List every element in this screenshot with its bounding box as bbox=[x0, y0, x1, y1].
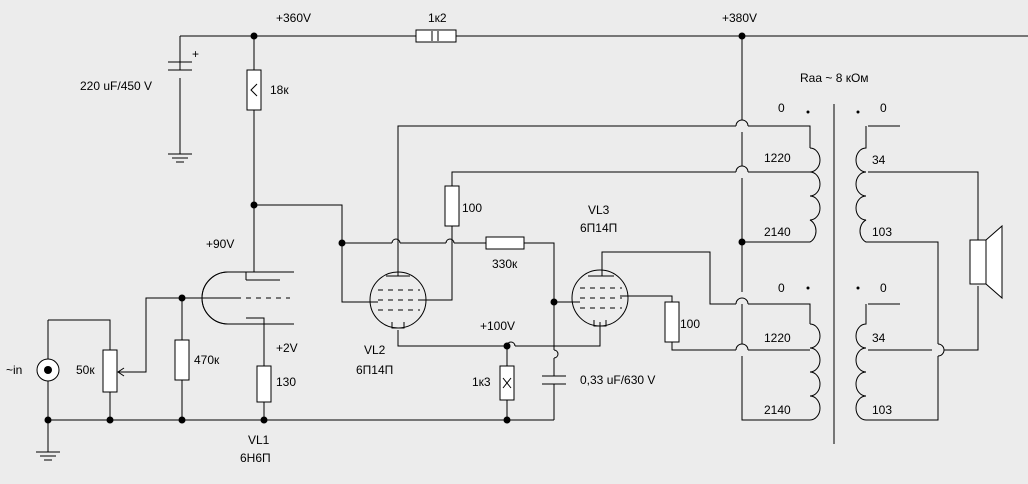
label-r-470k: 470к bbox=[194, 353, 220, 367]
resistor-100-right bbox=[664, 301, 680, 343]
capacitor-033uf bbox=[542, 375, 566, 385]
junctions bbox=[44, 32, 746, 424]
label-t2-p0: 0 bbox=[778, 281, 785, 295]
label-t1-s0: 0 bbox=[880, 101, 887, 115]
label-t2-p1220: 1220 bbox=[764, 331, 791, 345]
label-cap-033: 0,33 uF/630 V bbox=[580, 373, 655, 387]
wires bbox=[47, 35, 1028, 452]
label-t1-s103: 103 bbox=[872, 225, 892, 239]
labels: +360V 1к2 +380V 220 uF/450 V + 18к Raa ~… bbox=[6, 11, 892, 465]
label-r-130: 130 bbox=[276, 375, 296, 389]
label-r100-right: 100 bbox=[680, 317, 700, 331]
label-r-18k: 18к bbox=[270, 83, 289, 97]
label-plus: + bbox=[192, 47, 199, 61]
label-r-1k3: 1к3 bbox=[472, 375, 491, 389]
label-t2-p2140: 2140 bbox=[764, 403, 791, 417]
label-v2: +2V bbox=[276, 341, 298, 355]
label-r-50k: 50к bbox=[76, 363, 95, 377]
label-vl1-type: 6Н6П bbox=[240, 451, 271, 465]
label-r100-top: 100 bbox=[462, 201, 482, 215]
label-cap-main: 220 uF/450 V bbox=[80, 79, 152, 93]
label-t2-s103: 103 bbox=[872, 403, 892, 417]
label-v90: +90V bbox=[206, 237, 234, 251]
input-jack[interactable] bbox=[36, 320, 60, 392]
label-v380: +380V bbox=[722, 11, 757, 25]
label-t1-s34: 34 bbox=[872, 153, 886, 167]
label-t1-p0: 0 bbox=[778, 101, 785, 115]
label-r-1k2: 1к2 bbox=[428, 11, 447, 25]
label-t1-p2140: 2140 bbox=[764, 225, 791, 239]
tube-vl3 bbox=[571, 269, 629, 327]
label-t2-s0: 0 bbox=[880, 281, 887, 295]
tube-vl2 bbox=[369, 271, 432, 329]
transformer-2-secondary bbox=[855, 286, 868, 421]
label-vl3-type: 6П14П bbox=[580, 221, 617, 235]
resistor-330k bbox=[485, 236, 525, 250]
transformer-1-primary bbox=[800, 110, 821, 243]
speaker-icon bbox=[969, 224, 1003, 300]
label-raa: Raa ~ 8 кОм bbox=[800, 71, 869, 85]
resistor-1k2 bbox=[415, 29, 457, 43]
label-v100: +100V bbox=[480, 319, 515, 333]
resistor-130 bbox=[256, 365, 272, 403]
potentiometer-50k bbox=[102, 349, 147, 393]
resistor-100-top bbox=[444, 185, 460, 227]
label-t1-p1220: 1220 bbox=[764, 151, 791, 165]
tube-vl1 bbox=[201, 271, 294, 325]
label-v360: +360V bbox=[276, 11, 311, 25]
label-vl1: VL1 bbox=[248, 433, 270, 447]
label-in: ~in bbox=[6, 363, 22, 377]
ground-symbol-cap bbox=[168, 153, 192, 163]
transformer-2-primary bbox=[800, 286, 821, 421]
label-vl2-type: 6П14П bbox=[356, 363, 393, 377]
transformer-1-secondary bbox=[855, 110, 868, 243]
label-r-330k: 330к bbox=[492, 257, 518, 271]
wire-crossings bbox=[391, 119, 945, 359]
label-t2-s34: 34 bbox=[872, 331, 886, 345]
label-vl2: VL2 bbox=[364, 343, 386, 357]
resistor-470k bbox=[174, 339, 190, 381]
resistor-18k bbox=[246, 69, 262, 111]
resistor-1k3 bbox=[499, 365, 515, 401]
capacitor-220uf bbox=[168, 61, 192, 71]
label-vl3: VL3 bbox=[588, 203, 610, 217]
ground-symbol-input bbox=[36, 451, 60, 461]
